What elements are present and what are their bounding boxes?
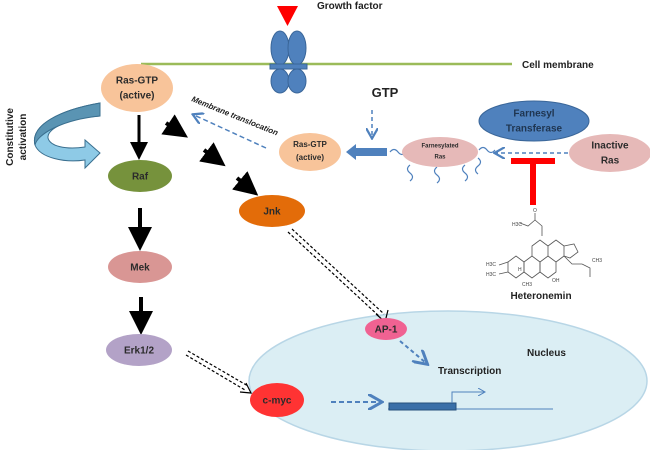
raf-node: [108, 160, 172, 192]
nucleus: [248, 310, 648, 450]
cell-membrane-label: Cell membrane: [522, 60, 594, 71]
erk-node: [106, 334, 172, 366]
svg-text:H: H: [518, 267, 522, 273]
raf-label: Raf: [132, 172, 149, 183]
membrane-translocation-label: Membrane translocation: [190, 95, 279, 138]
heteronemin-label: Heteronemin: [510, 291, 571, 302]
transcription-label: Transcription: [438, 366, 501, 377]
farnesyl-chains-icon: [389, 146, 496, 184]
mek-label: Mek: [130, 263, 150, 274]
ras-gtp-second-node: [279, 133, 341, 171]
svg-text:H3C: H3C: [512, 222, 522, 228]
farnesylated-ras-label-1: Farnesylated: [421, 144, 458, 150]
ras-gtp-main-label-1: Ras-GTP: [116, 76, 159, 87]
jnk-label: Jnk: [263, 207, 281, 218]
growth-factor-icon: [277, 6, 298, 26]
cmyc-label: c-myc: [263, 396, 292, 407]
farnesyl-transferase-label-2: Transferase: [506, 124, 563, 135]
farnesylated-ras-label-2: Ras: [434, 155, 446, 161]
svg-text:CH3: CH3: [592, 258, 602, 264]
svg-text:O: O: [533, 208, 537, 214]
ras-gtp-main-node: [101, 64, 173, 112]
heteronemin-structure: [498, 213, 591, 279]
ras-gtp-second-label-1: Ras-GTP: [293, 140, 327, 149]
cmyc-node: [250, 383, 304, 417]
erk-label: Erk1/2: [124, 346, 154, 357]
growth-factor-label: Growth factor: [317, 1, 383, 12]
svg-text:OH: OH: [552, 278, 560, 284]
ras-gtp-second-label-2: (active): [296, 153, 324, 162]
receptor-icon: [269, 30, 308, 94]
jnk-node: [239, 195, 305, 227]
heteronemin-atom-labels: O H3C CH3 OH H3C H3C CH3 H: [486, 208, 602, 288]
arrow-farnesylated-to-rasgtp: [346, 144, 387, 160]
inhibition-icon: [511, 158, 555, 205]
constitutive-label-1: Constitutive: [5, 108, 16, 166]
nucleus-label: Nucleus: [527, 348, 566, 359]
arrow-erk-cmyc: [185, 350, 253, 394]
farnesyl-transferase-label-1: Farnesyl: [513, 109, 554, 120]
svg-text:H3C: H3C: [486, 272, 496, 278]
ras-gtp-main-label-2: (active): [119, 91, 154, 102]
arrow-ap1-transcription: [399, 340, 426, 363]
arrow-jnk-ap1: [287, 228, 389, 324]
arrow-ras-jnk: [161, 114, 259, 196]
arrow-membrane-translocation: [194, 115, 267, 149]
inactive-ras-node: [569, 134, 650, 172]
svg-text:H3C: H3C: [486, 262, 496, 268]
farnesyl-transferase-node: [478, 100, 590, 142]
svg-text:CH3: CH3: [522, 282, 532, 288]
constitutive-label-2: activation: [18, 114, 29, 161]
farnesylated-ras-node: [402, 137, 478, 167]
ap1-node: [365, 318, 407, 340]
constitutive-activation-arrow: [34, 102, 101, 170]
inactive-ras-label-1: Inactive: [591, 141, 629, 152]
mek-node: [108, 251, 172, 283]
ap1-label: AP-1: [375, 325, 398, 336]
gtp-label: GTP: [372, 85, 399, 100]
inactive-ras-label-2: Ras: [601, 156, 620, 167]
gene-icon: [388, 392, 553, 411]
